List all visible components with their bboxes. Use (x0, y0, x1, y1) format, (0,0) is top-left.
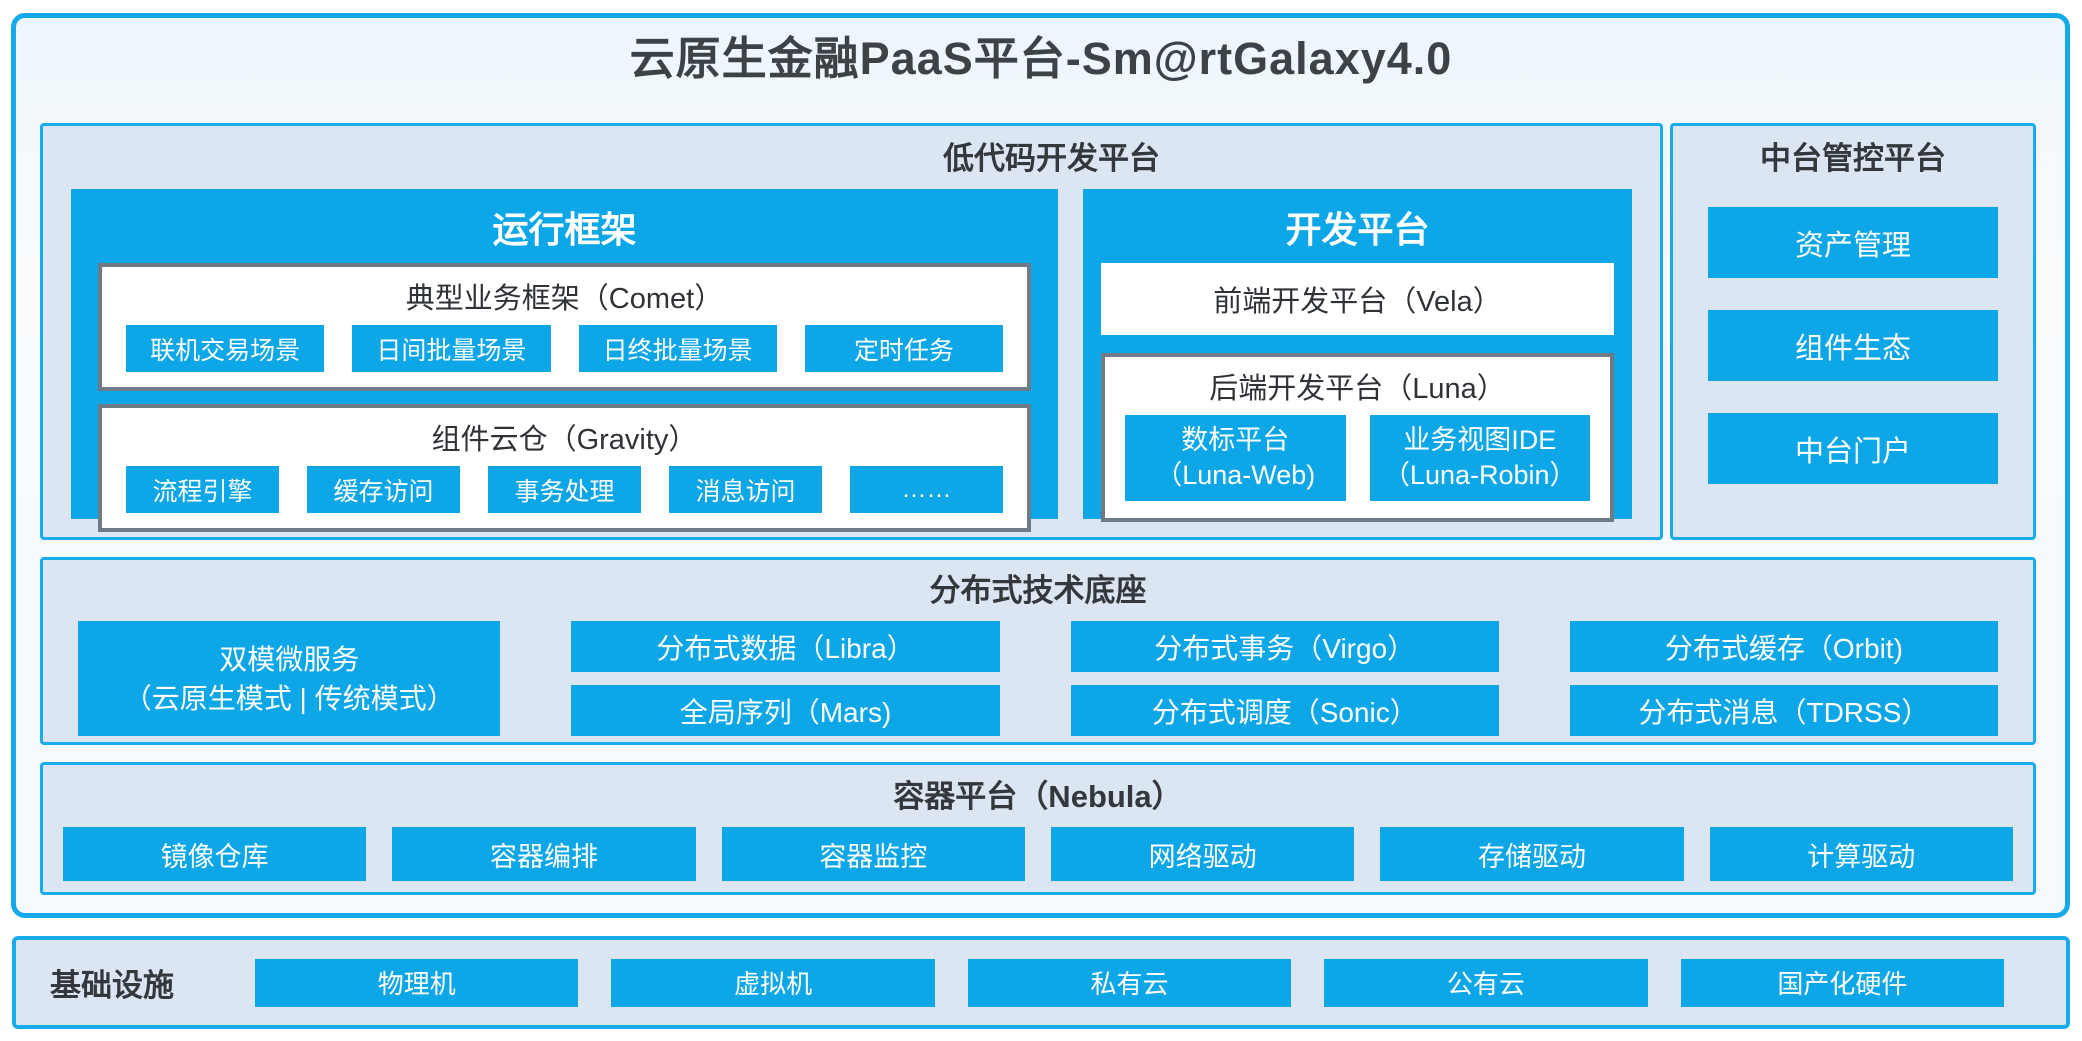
cell-distributed-cache-orbit: 分布式缓存（Orbit) (1569, 621, 1998, 673)
runtime-framework-title: 运行框架 (492, 209, 637, 251)
vela-frontend-box: 前端开发平台（Vela） (1101, 263, 1614, 336)
chip-online-transaction: 联机交易场景 (126, 325, 325, 373)
chip-luna-robin-line1: 业务视图IDE (1403, 425, 1557, 456)
cell-dual-mode-microservice: 双模微服务 （云原生模式 | 传统模式） (78, 621, 501, 737)
chip-luna-web-line2: （Luna-Web) (1155, 460, 1316, 491)
chip-scheduled-task: 定时任务 (804, 325, 1003, 373)
chip-ellipsis-more: …… (850, 466, 1003, 514)
chip-eod-batch: 日终批量场景 (578, 325, 777, 373)
low-code-body: 运行框架 典型业务框架（Comet） 联机交易场景 日间批量场景 日终批量场景 … (71, 189, 1632, 533)
cell-distributed-data-libra: 分布式数据（Libra） (571, 621, 1000, 673)
chip-daytime-batch: 日间批量场景 (352, 325, 551, 373)
cell-distributed-message-tdrss: 分布式消息（TDRSS） (1569, 685, 1998, 737)
comet-framework-box: 典型业务框架（Comet） 联机交易场景 日间批量场景 日终批量场景 定时任务 (98, 263, 1031, 392)
chip-domestic-hardware: 国产化硬件 (1680, 958, 2005, 1007)
chip-luna-robin-line2: （Luna-Robin） (1382, 460, 1577, 491)
chip-component-ecosystem: 组件生态 (1708, 310, 1998, 382)
cell-distributed-scheduling-sonic: 分布式调度（Sonic） (1070, 685, 1499, 737)
infrastructure-chip-row: 物理机 虚拟机 私有云 公有云 国产化硬件 (255, 958, 2005, 1007)
chip-physical-machine: 物理机 (255, 958, 579, 1007)
chip-luna-web: 数标平台 （Luna-Web) (1125, 415, 1346, 502)
low-code-platform-panel: 低代码开发平台 运行框架 典型业务框架（Comet） 联机交易场景 日间批量场景… (40, 123, 1663, 540)
container-platform-title: 容器平台（Nebula） (893, 779, 1183, 814)
chip-luna-web-line1: 数标平台 (1181, 425, 1290, 456)
dev-platform-title: 开发平台 (1285, 209, 1430, 251)
chip-mid-platform-portal: 中台门户 (1708, 413, 1998, 485)
gravity-chip-row: 流程引擎 缓存访问 事务处理 消息访问 …… (102, 466, 1027, 528)
distributed-col-2: 分布式数据（Libra） 全局序列（Mars) (571, 621, 1000, 737)
chip-luna-robin: 业务视图IDE （Luna-Robin） (1369, 415, 1590, 502)
chip-network-driver: 网络驱动 (1050, 827, 1355, 882)
chip-virtual-machine: 虚拟机 (611, 958, 935, 1007)
chip-process-engine: 流程引擎 (126, 466, 279, 514)
dual-mode-line2: （云原生模式 | 传统模式） (123, 682, 455, 714)
gravity-component-box: 组件云仓（Gravity） 流程引擎 缓存访问 事务处理 消息访问 …… (98, 404, 1031, 533)
distributed-col-1: 双模微服务 （云原生模式 | 传统模式） (78, 621, 501, 737)
chip-private-cloud: 私有云 (967, 958, 1292, 1007)
chip-image-registry: 镜像仓库 (63, 827, 367, 882)
chip-transaction-processing: 事务处理 (488, 466, 641, 514)
gravity-box-title: 组件云仓（Gravity） (431, 424, 698, 457)
mid-platform-title: 中台管控平台 (1760, 141, 1946, 176)
chip-message-access: 消息访问 (669, 466, 822, 514)
runtime-framework-section: 运行框架 典型业务框架（Comet） 联机交易场景 日间批量场景 日终批量场景 … (71, 189, 1058, 533)
mid-platform-items: 资产管理 组件生态 中台门户 (1708, 207, 1998, 485)
container-platform-panel: 容器平台（Nebula） 镜像仓库 容器编排 容器监控 网络驱动 存储驱动 计算… (40, 762, 2036, 895)
luna-box-title: 后端开发平台（Luna） (1209, 373, 1506, 406)
chip-storage-driver: 存储驱动 (1380, 827, 1684, 882)
comet-box-title: 典型业务框架（Comet） (405, 283, 724, 316)
distributed-base-title: 分布式技术底座 (929, 573, 1147, 608)
mid-platform-panel: 中台管控平台 资产管理 组件生态 中台门户 (1670, 123, 2036, 540)
low-code-platform-title: 低代码开发平台 (943, 141, 1160, 176)
chip-asset-management: 资产管理 (1708, 207, 1998, 279)
comet-chip-row: 联机交易场景 日间批量场景 日终批量场景 定时任务 (102, 325, 1027, 387)
distributed-grid: 双模微服务 （云原生模式 | 传统模式） 分布式数据（Libra） 全局序列（M… (78, 621, 1998, 737)
infrastructure-label: 基础设施 (50, 968, 174, 1003)
container-chip-row: 镜像仓库 容器编排 容器监控 网络驱动 存储驱动 计算驱动 (63, 827, 2013, 882)
distributed-col-3: 分布式事务（Virgo） 分布式调度（Sonic） (1070, 621, 1499, 737)
chip-container-orchestration: 容器编排 (392, 827, 696, 882)
luna-chip-row: 数标平台 （Luna-Web) 业务视图IDE （Luna-Robin） (1105, 415, 1610, 518)
dual-mode-line1: 双模微服务 (219, 643, 360, 675)
chip-compute-driver: 计算驱动 (1709, 827, 2013, 882)
distributed-col-4: 分布式缓存（Orbit) 分布式消息（TDRSS） (1569, 621, 1998, 737)
page-title: 云原生金融PaaS平台-Sm@rtGalaxy4.0 (629, 33, 1453, 84)
chip-cache-access: 缓存访问 (307, 466, 460, 514)
cell-distributed-transaction-virgo: 分布式事务（Virgo） (1070, 621, 1499, 673)
luna-backend-box: 后端开发平台（Luna） 数标平台 （Luna-Web) 业务视图IDE （Lu… (1101, 353, 1614, 523)
distributed-base-panel: 分布式技术底座 双模微服务 （云原生模式 | 传统模式） 分布式数据（Libra… (40, 557, 2036, 745)
chip-public-cloud: 公有云 (1324, 958, 1648, 1007)
infrastructure-panel: 基础设施 物理机 虚拟机 私有云 公有云 国产化硬件 (12, 936, 2070, 1029)
cell-global-sequence-mars: 全局序列（Mars) (571, 685, 1000, 737)
chip-container-monitoring: 容器监控 (721, 827, 1025, 882)
dev-platform-section: 开发平台 前端开发平台（Vela） 后端开发平台（Luna） 数标平台 （Lun… (1083, 189, 1632, 523)
